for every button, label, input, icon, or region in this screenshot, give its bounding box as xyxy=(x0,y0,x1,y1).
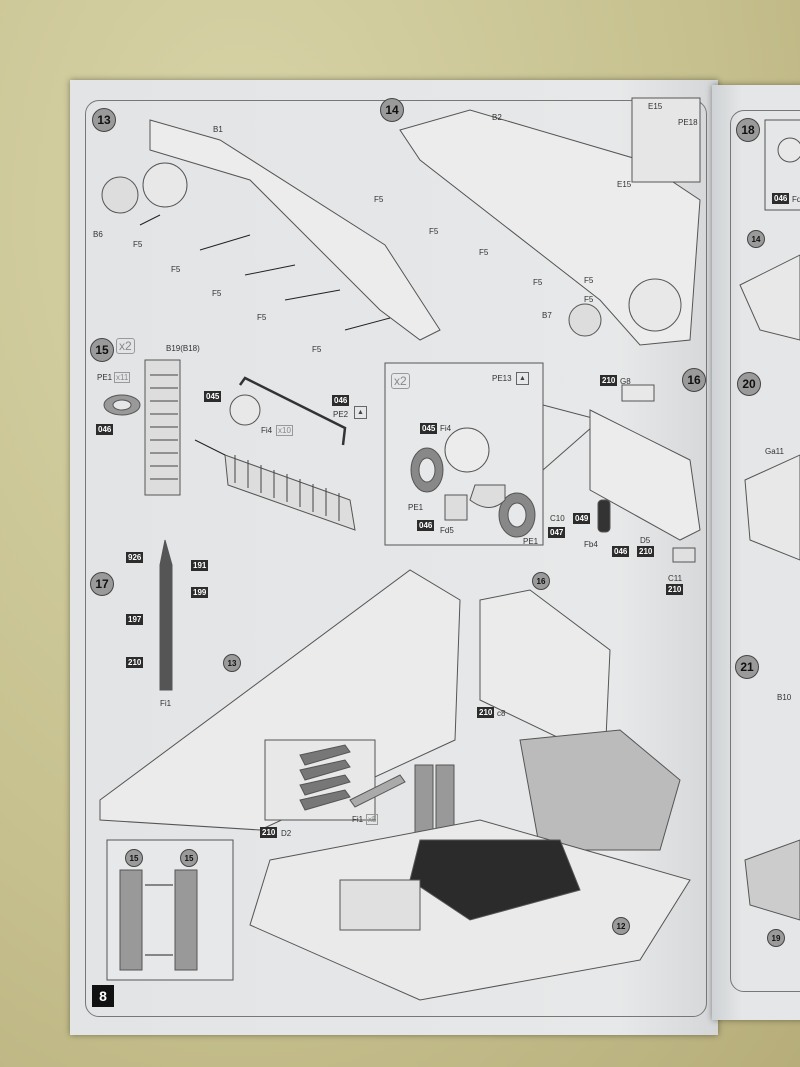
part-label: PE1 xyxy=(523,537,539,546)
part-label: B19(B18) xyxy=(166,344,200,353)
part-label: F5 xyxy=(479,248,489,257)
paint-code: 045 xyxy=(420,423,438,434)
multiplier-badge: x2 xyxy=(116,338,135,354)
paint-code: 210 xyxy=(126,657,144,668)
step-14-number: 14 xyxy=(380,98,404,122)
part-label: B1 xyxy=(213,125,223,134)
photo-etch-icon: ▲ xyxy=(354,406,367,419)
paint-code: 926 xyxy=(126,552,144,563)
part-label: B6 xyxy=(93,230,103,239)
paint-code: 210 xyxy=(477,707,495,718)
part-label: F5 xyxy=(212,289,222,298)
paint-code: 191 xyxy=(191,560,209,571)
reference-step-15: 15 xyxy=(180,849,198,867)
part-label: Fi4 xyxy=(261,426,273,435)
reference-step-15: 15 xyxy=(125,849,143,867)
right-page-frame xyxy=(730,110,800,992)
paint-code: 046 xyxy=(612,546,630,557)
fighting-compartment-wall xyxy=(589,409,701,541)
part-label: Fi1 xyxy=(352,815,364,824)
part-label: F5 xyxy=(374,195,384,204)
shell-round xyxy=(159,539,173,691)
reference-step-12: 12 xyxy=(612,917,630,935)
part-label: Ga11 xyxy=(765,447,784,456)
pe2-rod xyxy=(238,376,347,446)
paint-code: 046 xyxy=(96,424,114,435)
paint-code: 049 xyxy=(573,513,591,524)
step-18-number: 18 xyxy=(736,118,760,142)
bulkhead-16 xyxy=(479,589,611,761)
reference-step-16: 16 xyxy=(532,572,550,590)
part-label: D2 xyxy=(281,829,292,838)
step-20-number: 20 xyxy=(737,372,761,396)
hull-side-b2 xyxy=(399,109,701,346)
part-label: Fd5 xyxy=(440,526,454,535)
quantity-badge: x11 xyxy=(114,372,131,383)
sprocket-housing xyxy=(101,176,139,214)
part-label: F5 xyxy=(312,345,322,354)
part-label: PE18 xyxy=(678,118,698,127)
part-label: F5 xyxy=(133,240,143,249)
step-13-number: 13 xyxy=(92,108,116,132)
part-label: F5 xyxy=(429,227,439,236)
part-label: Fi4 xyxy=(440,424,452,433)
part-label: PE1 xyxy=(97,373,113,382)
part-label: B2 xyxy=(492,113,502,122)
part-label: F5 xyxy=(584,295,594,304)
ammo-drum xyxy=(224,454,356,531)
quantity-badge: x5 xyxy=(366,814,379,825)
part-label: F5 xyxy=(257,313,267,322)
part-label: Fb4 xyxy=(584,540,598,549)
part-label: c8 xyxy=(497,709,506,718)
part-label: F5 xyxy=(584,276,594,285)
photo-etch-icon: ▲ xyxy=(516,372,529,385)
reference-step-13: 13 xyxy=(223,654,241,672)
part-label: E15 xyxy=(617,180,632,189)
part-label: G8 xyxy=(620,377,631,386)
engine xyxy=(519,729,681,851)
fi4-disc xyxy=(229,394,261,426)
hull-side-b1 xyxy=(149,119,441,341)
paint-code: 046 xyxy=(332,395,350,406)
paint-code: 210 xyxy=(260,827,278,838)
part-label: PE2 xyxy=(333,410,349,419)
part-label: B10 xyxy=(777,693,792,702)
page-number: 8 xyxy=(92,985,114,1007)
multiplier-badge: x2 xyxy=(391,373,410,389)
step-17-number: 17 xyxy=(90,572,114,596)
part-label: Fd xyxy=(792,195,800,204)
paint-code: 210 xyxy=(666,584,684,595)
step-21-number: 21 xyxy=(735,655,759,679)
part-label: Fi1 xyxy=(160,699,172,708)
part-label: PE13 xyxy=(492,374,512,383)
paint-code: 045 xyxy=(204,391,222,402)
part-label: E15 xyxy=(648,102,663,111)
part-label: C11 xyxy=(668,574,683,583)
paint-code: 046 xyxy=(772,193,790,204)
paint-code: 046 xyxy=(417,520,435,531)
part-label: D5 xyxy=(640,536,651,545)
part-label: B7 xyxy=(542,311,552,320)
floor-plate xyxy=(409,839,581,921)
step-16-number: 16 xyxy=(682,368,706,392)
paint-code: 210 xyxy=(637,546,655,557)
paint-code: 210 xyxy=(600,375,618,386)
part-label: C10 xyxy=(550,514,565,523)
step-15-number: 15 xyxy=(90,338,114,362)
paint-code: 199 xyxy=(191,587,209,598)
quantity-badge: x10 xyxy=(276,425,293,436)
paint-code: 197 xyxy=(126,614,144,625)
reference-step-14: 14 xyxy=(747,230,765,248)
reference-step-19: 19 xyxy=(767,929,785,947)
part-label: F5 xyxy=(171,265,181,274)
paint-code: 047 xyxy=(548,527,566,538)
part-label: F5 xyxy=(533,278,543,287)
part-label: PE1 xyxy=(408,503,424,512)
